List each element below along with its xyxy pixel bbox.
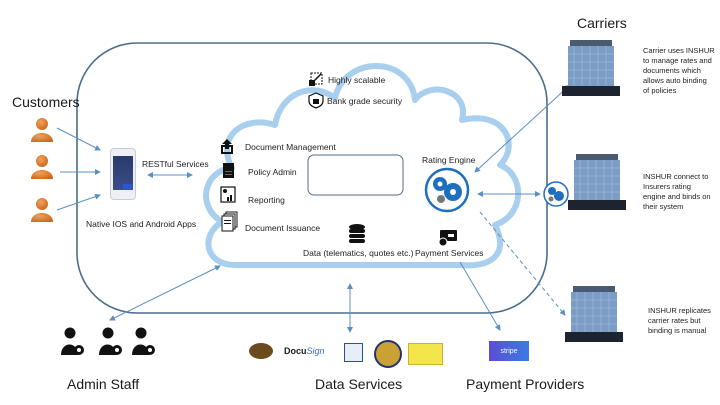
carrier-note-auto-binding: Carrier uses INSHUR to manage rates and … xyxy=(643,46,715,95)
module-document-issuance: Document Issuance xyxy=(245,223,321,233)
admin-staff-icon xyxy=(61,327,84,355)
carrier-note-rating-connect: INSHUR connect to Insurers rating engine… xyxy=(643,172,711,211)
customer-icon xyxy=(31,198,53,222)
upload-icon xyxy=(221,139,233,154)
data-label: Data (telematics, quotes etc.) xyxy=(303,248,414,258)
carrier-building-icon xyxy=(565,286,623,342)
module-policy-admin: Policy Admin xyxy=(248,167,297,177)
docusign-logo: DocuSign xyxy=(284,346,325,356)
check-logo xyxy=(344,343,363,362)
phone-screen xyxy=(113,156,133,190)
database-icon xyxy=(349,224,365,243)
documents-stack-icon xyxy=(221,211,238,232)
admin-staff-icon xyxy=(132,327,155,355)
module-document-management: Document Management xyxy=(245,142,336,152)
payment-providers-title: Payment Providers xyxy=(466,376,585,392)
restful-services-label: RESTful Services xyxy=(142,159,209,169)
phone-button xyxy=(123,184,133,190)
carrier-note-manual-binding: INSHUR replicates carrier rates but bind… xyxy=(648,306,711,335)
customer-icon xyxy=(31,155,53,179)
payment-card-icon xyxy=(438,230,457,247)
placeholder-box xyxy=(307,154,404,196)
payment-services-label: Payment Services xyxy=(415,248,484,258)
mobile-app-phone xyxy=(110,148,136,200)
carrier-building-icon xyxy=(562,40,620,96)
scale-icon xyxy=(309,72,323,86)
native-apps-label: Native IOS and Android Apps xyxy=(86,219,197,229)
feature-bank-grade-security: Bank grade security xyxy=(327,96,403,106)
rating-engine-gears-icon xyxy=(424,167,470,213)
report-icon xyxy=(220,186,236,203)
rating-engine-label: Rating Engine xyxy=(422,155,476,165)
shield-lock-icon xyxy=(308,92,324,109)
platform-boundary xyxy=(76,42,548,314)
customer-icon xyxy=(31,118,53,142)
admin-staff-icon xyxy=(99,327,122,355)
document-icon xyxy=(223,163,234,178)
customers-title: Customers xyxy=(12,94,80,110)
module-reporting: Reporting xyxy=(248,195,285,205)
admin-staff-title: Admin Staff xyxy=(67,376,140,392)
carriers-title: Carriers xyxy=(577,15,627,31)
license-card-logo xyxy=(408,343,443,365)
carrier-gears-icon xyxy=(543,181,569,207)
feature-highly-scalable: Highly scalable xyxy=(328,75,386,85)
carrier-building-icon xyxy=(568,154,626,210)
state-seal-logo xyxy=(374,340,402,368)
box-logo xyxy=(249,343,273,359)
data-services-title: Data Services xyxy=(315,376,403,392)
stripe-logo: stripe xyxy=(489,341,529,361)
